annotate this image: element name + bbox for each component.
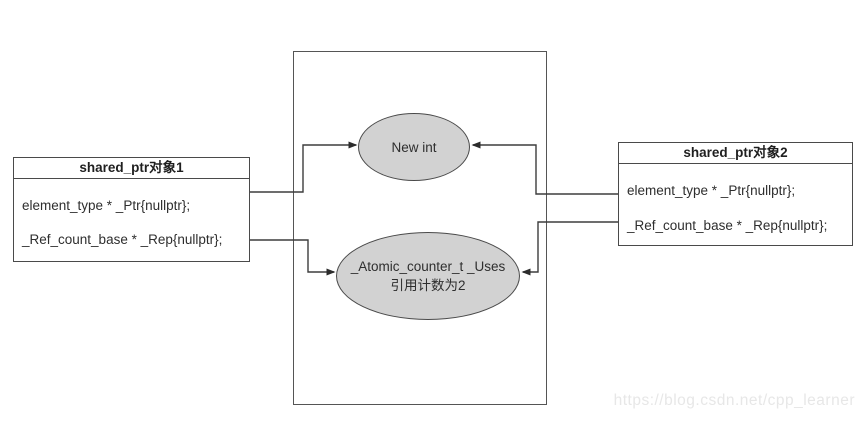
heap-region-rect: [293, 51, 547, 405]
shared-ptr2-title: shared_ptr对象2: [619, 143, 852, 164]
shared-ptr1-field-rep: _Ref_count_base * _Rep{nullptr};: [22, 232, 223, 247]
shared-ptr1-box: shared_ptr对象1 element_type * _Ptr{nullpt…: [13, 157, 250, 262]
new-int-label: New int: [391, 139, 437, 155]
ref-count-label: 引用计数为2: [390, 278, 466, 293]
shared-ptr1-title: shared_ptr对象1: [14, 158, 249, 179]
new-int-ellipse: New int: [358, 113, 470, 181]
shared-ptr2-box: shared_ptr对象2 element_type * _Ptr{nullpt…: [618, 142, 853, 246]
watermark-url: https://blog.csdn.net/cpp_learner: [613, 392, 855, 409]
shared-ptr2-field-rep: _Ref_count_base * _Rep{nullptr};: [627, 218, 828, 233]
atomic-counter-label: _Atomic_counter_t _Uses: [350, 259, 506, 274]
atomic-counter-ellipse: _Atomic_counter_t _Uses 引用计数为2: [336, 232, 520, 320]
shared-ptr2-field-ptr: element_type * _Ptr{nullptr};: [627, 183, 796, 198]
shared-ptr1-field-ptr: element_type * _Ptr{nullptr};: [22, 198, 191, 213]
